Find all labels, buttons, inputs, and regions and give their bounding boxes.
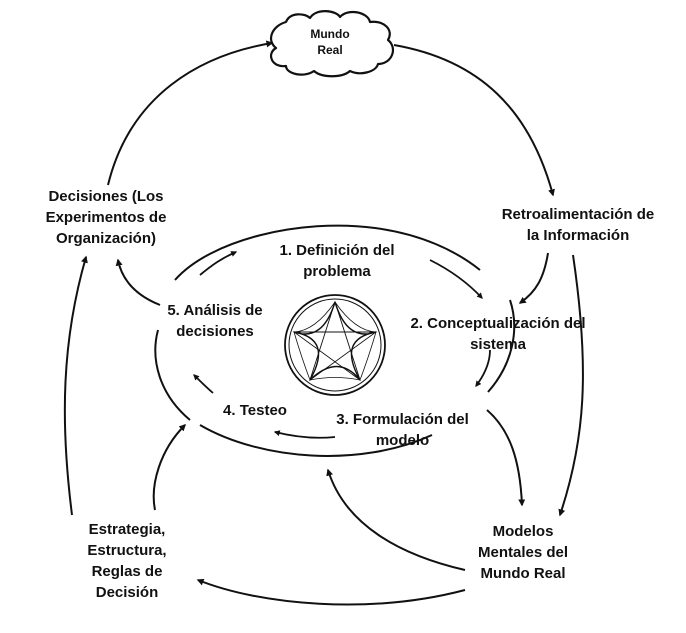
estrategia-label: Estrategia, Estructura, Reglas de Decisi… [87, 521, 167, 601]
retroalimentacion-label: Retroalimentación de la Información [501, 206, 655, 244]
arrow-step4-to-step5 [193, 374, 214, 394]
star-in-circle-icon [284, 294, 386, 396]
modelos-mentales-label: Modelos Mentales del Mundo Real [477, 523, 569, 582]
arrow-estrategia-to-decisiones [63, 255, 88, 516]
step-5-label: 5. Análisis de decisiones [167, 302, 263, 340]
inner-ring-top [174, 224, 481, 281]
mundo-real-cloud [269, 10, 395, 78]
arrow-decisiones-to-mundo [107, 40, 274, 186]
arrow-retro-to-modelos [558, 254, 584, 517]
arrow-step5-to-step1 [199, 251, 238, 276]
step-4-label: 4. Testeo [223, 402, 287, 419]
decisiones-label: Decisiones (Los Experimentos de Organiza… [45, 188, 167, 247]
mundo-real-label: Mundo Real [310, 27, 350, 57]
arrow-step2-to-step3 [475, 349, 491, 387]
arrow-estrategia-to-process [152, 424, 186, 511]
inner-ring-bottom [199, 424, 433, 457]
step-3-label: 3. Formulación del modelo [336, 411, 469, 449]
inner-ring-right [487, 299, 516, 393]
arrow-process-to-decisiones [115, 258, 161, 306]
arrow-mundo-to-retro [393, 44, 555, 197]
arrow-modelos-to-process [326, 468, 466, 571]
arrow-retro-to-process [518, 252, 549, 304]
step-2-label: 2. Conceptualización del sistema [410, 315, 586, 353]
arrow-step1-to-step2 [429, 259, 483, 299]
arrow-process-to-modelos [486, 409, 526, 507]
inner-ring-left [154, 329, 191, 421]
arrow-step3-to-step4 [273, 430, 336, 439]
arrow-modelos-to-estrategia [196, 578, 466, 606]
step-1-label: 1. Definición del problema [279, 242, 395, 280]
